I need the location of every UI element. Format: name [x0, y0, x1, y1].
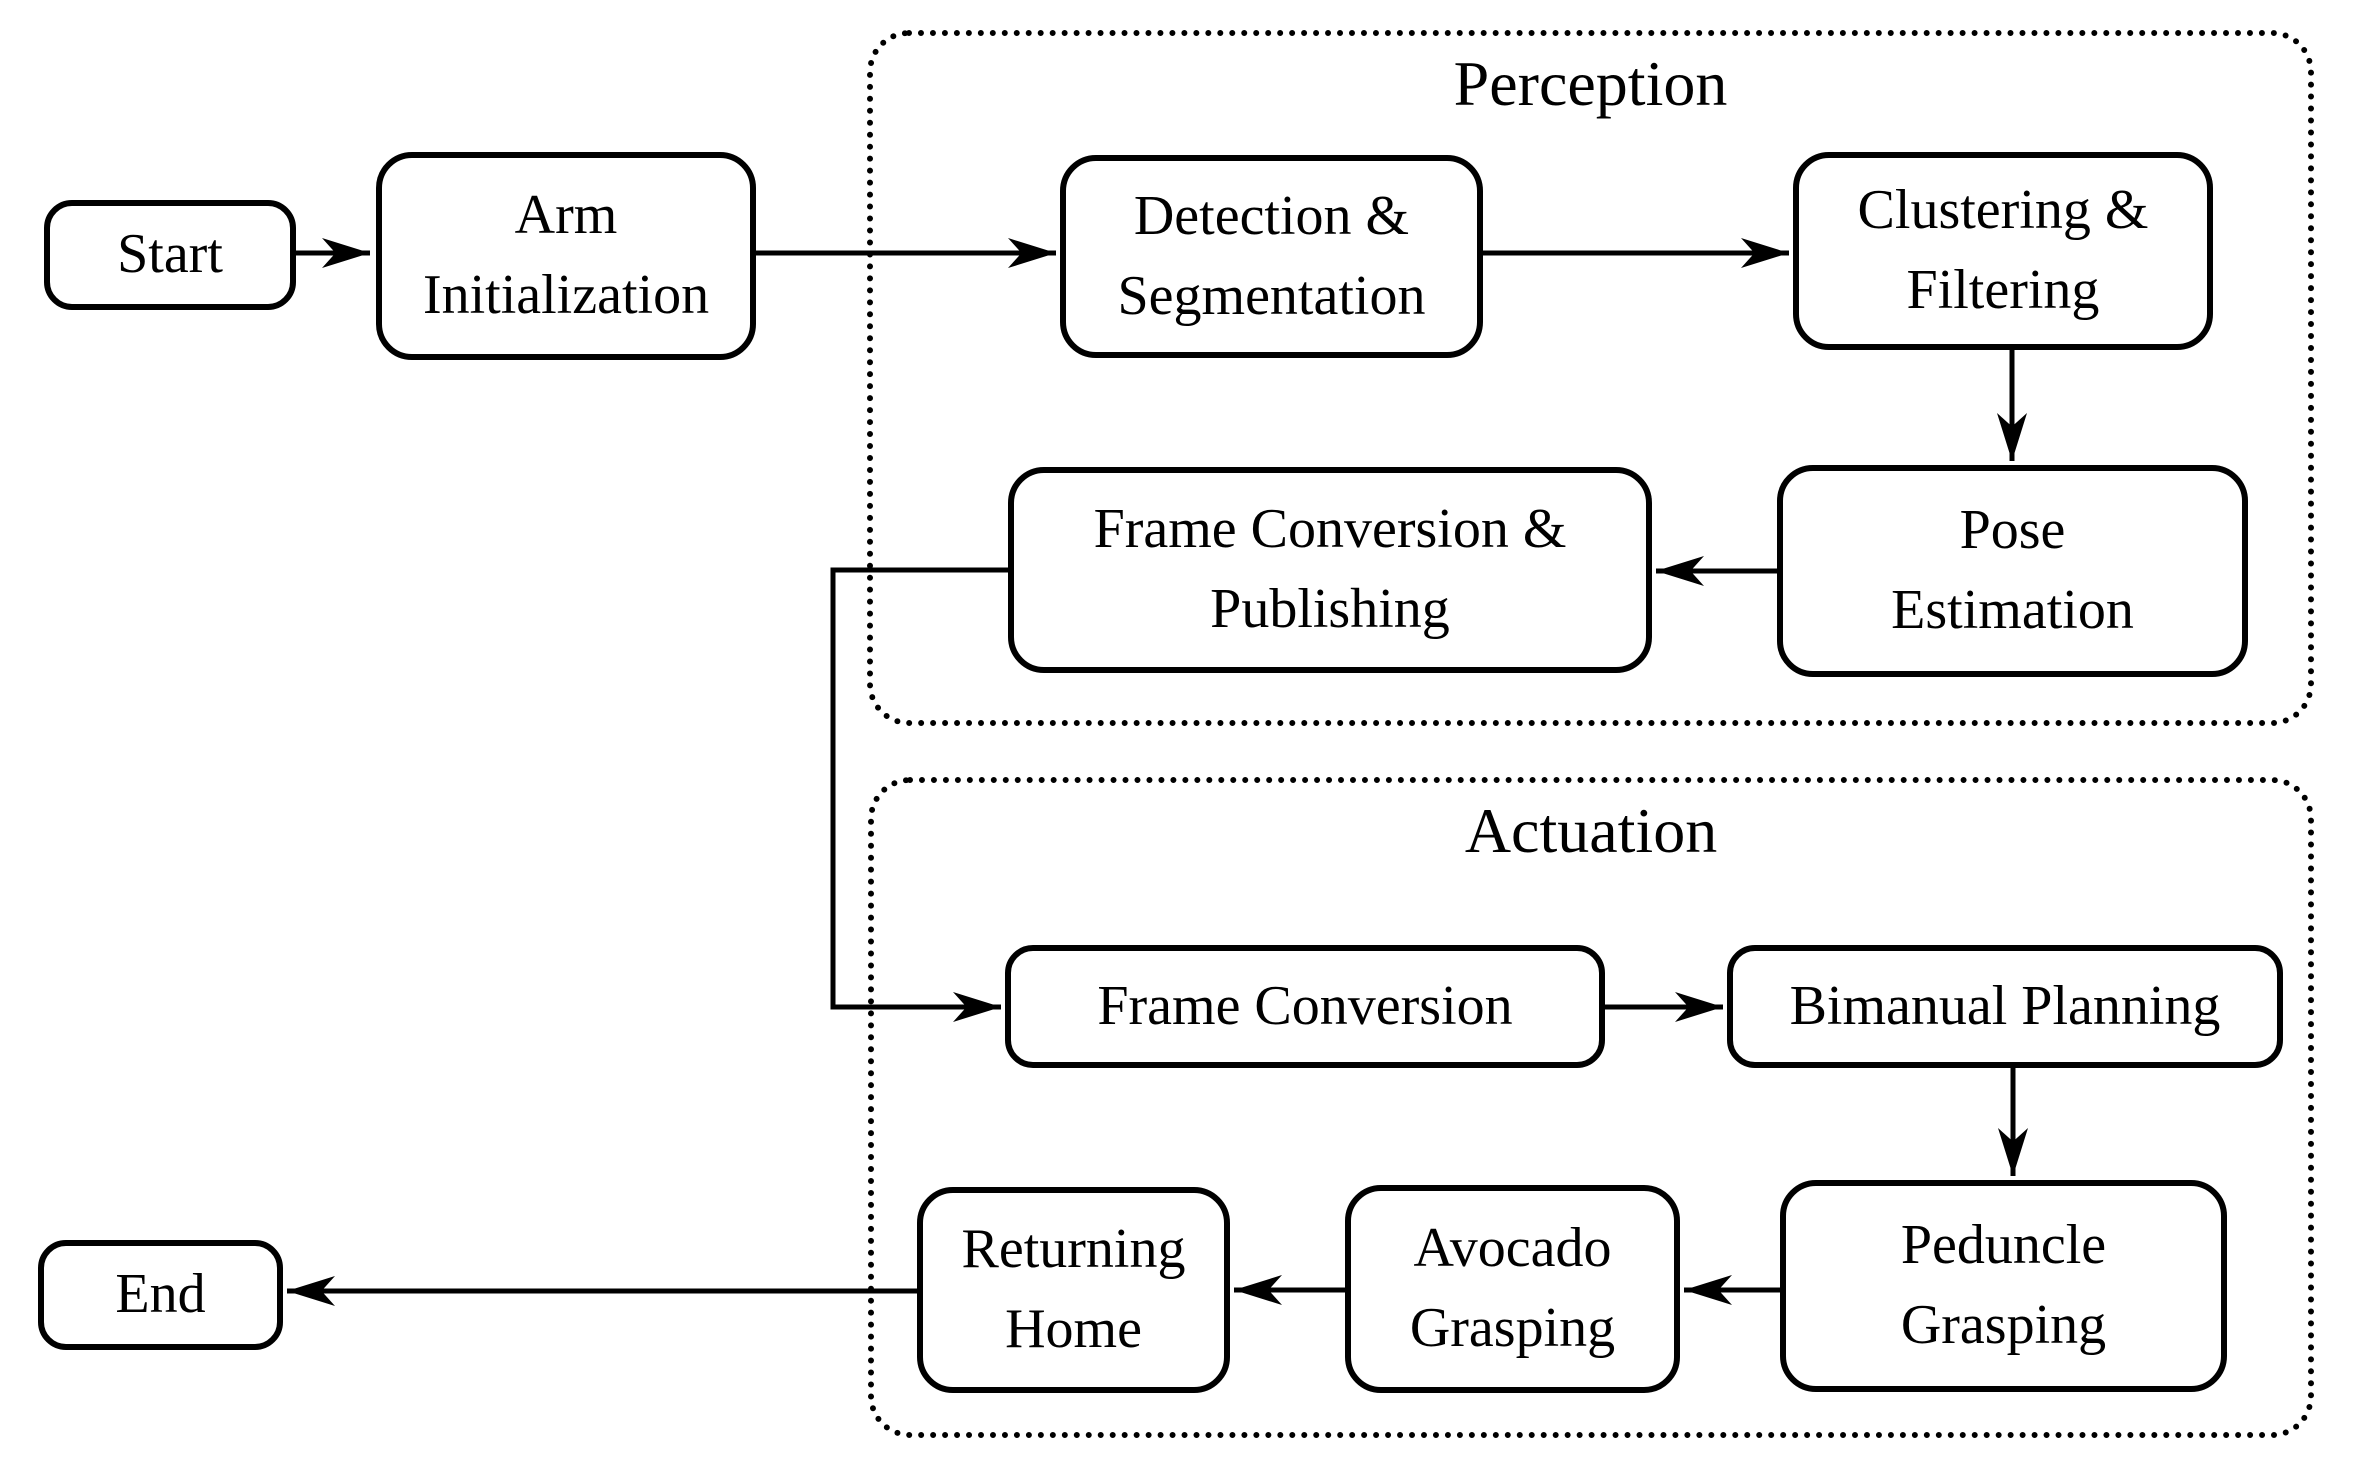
- node-pose-estimation-label: Pose Estimation: [1891, 499, 2134, 641]
- node-clustering-filtering: Clustering & Filtering: [1793, 152, 2213, 350]
- perception-group: Perception: [867, 30, 2314, 726]
- node-clustering-filtering-label: Clustering & Filtering: [1857, 179, 2149, 321]
- node-start-label: Start: [117, 223, 223, 286]
- node-bimanual-planning: Bimanual Planning: [1727, 945, 2283, 1068]
- node-frame-conversion: Frame Conversion: [1005, 945, 1605, 1068]
- node-start: Start: [44, 200, 296, 310]
- node-avocado-grasping: Avocado Grasping: [1345, 1185, 1680, 1393]
- node-frame-conversion-publishing: Frame Conversion & Publishing: [1008, 467, 1652, 673]
- node-detection-segmentation: Detection & Segmentation: [1060, 155, 1483, 358]
- node-frame-conversion-publishing-label: Frame Conversion & Publishing: [1093, 498, 1567, 640]
- node-bimanual-planning-label: Bimanual Planning: [1789, 974, 2221, 1037]
- actuation-group-title: Actuation: [1464, 795, 1718, 866]
- node-returning-home-label: Returning Home: [961, 1218, 1186, 1360]
- node-pose-estimation: Pose Estimation: [1777, 465, 2248, 677]
- node-arm-initialization-label: Arm Initialization: [422, 184, 710, 326]
- node-end: End: [38, 1240, 283, 1350]
- node-peduncle-grasping-label: Peduncle Grasping: [1900, 1214, 2107, 1356]
- node-frame-conversion-label: Frame Conversion: [1097, 974, 1513, 1037]
- node-end-label: End: [115, 1263, 206, 1326]
- node-peduncle-grasping: Peduncle Grasping: [1780, 1180, 2227, 1392]
- node-returning-home: Returning Home: [917, 1187, 1230, 1393]
- actuation-group: Actuation: [868, 777, 2314, 1438]
- node-avocado-grasping-label: Avocado Grasping: [1409, 1217, 1616, 1359]
- node-arm-initialization: Arm Initialization: [376, 152, 756, 360]
- node-detection-segmentation-label: Detection & Segmentation: [1117, 184, 1426, 327]
- perception-group-title: Perception: [1453, 48, 1728, 119]
